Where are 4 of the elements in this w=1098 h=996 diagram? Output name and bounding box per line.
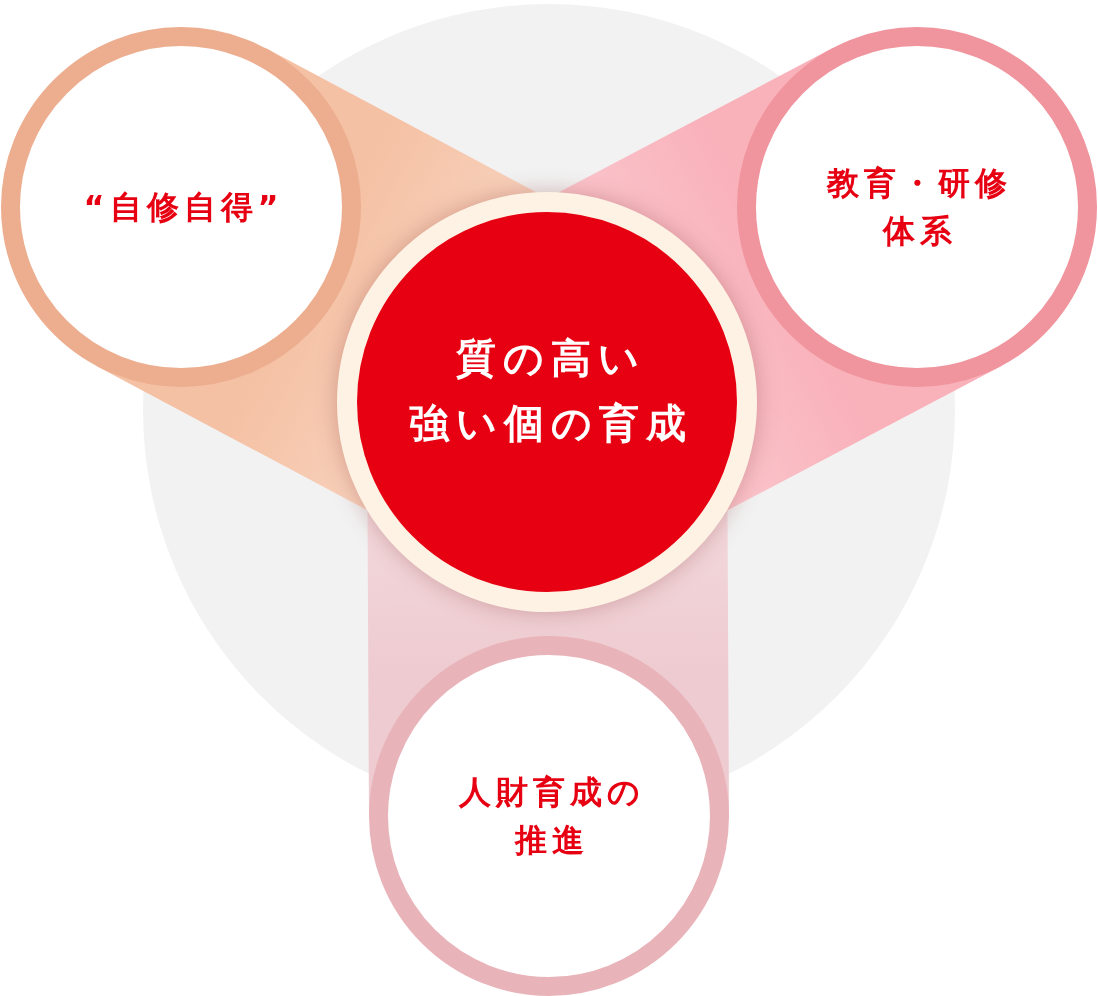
circle-label: “自修自得” [82,187,284,228]
circle-label: 人財育成の推進 [457,772,646,861]
circle-label: 教育・研修体系 [825,163,1013,252]
circle-label: 質の高い強い個の育成 [407,334,693,448]
